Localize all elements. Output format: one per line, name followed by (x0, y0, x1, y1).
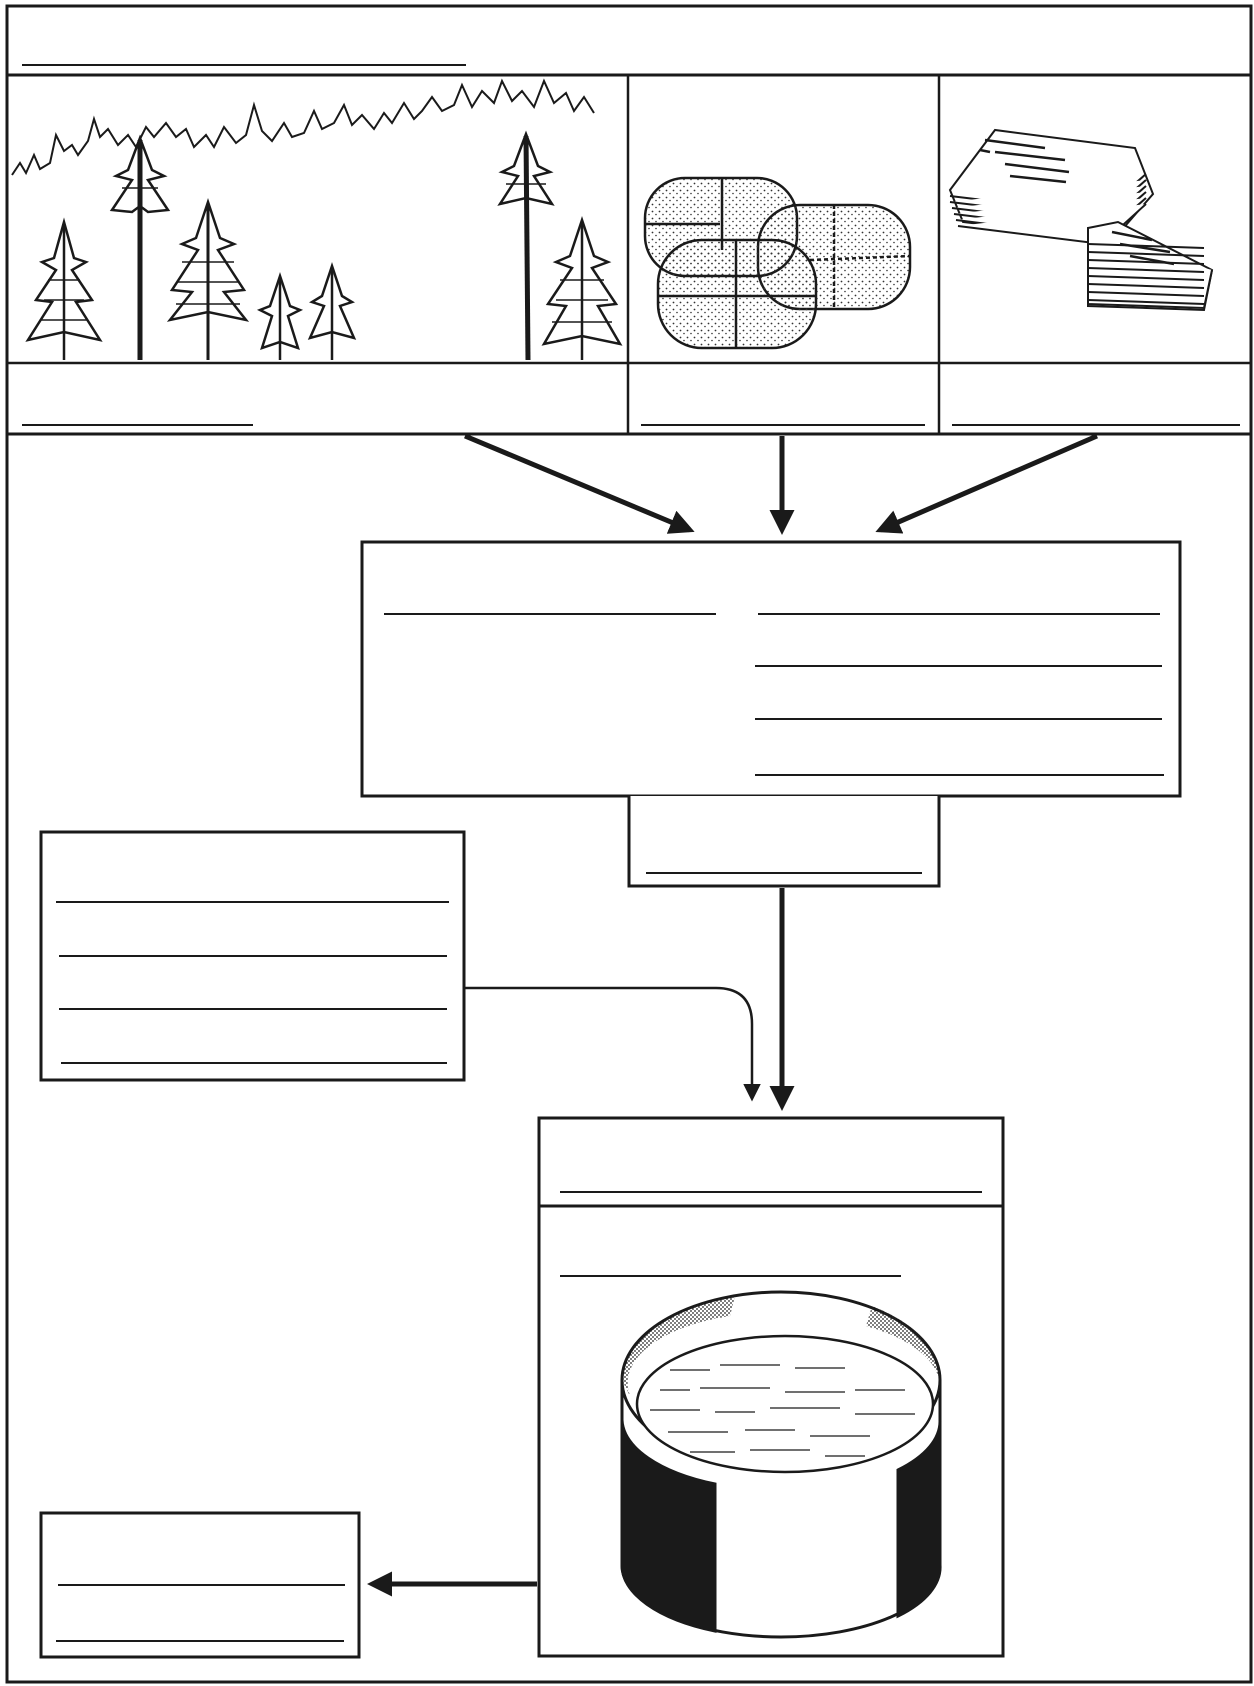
output-box (39, 1511, 361, 1659)
forest-icon (11, 78, 623, 361)
arrow-wastepaper-to-process (875, 433, 1098, 534)
sources-band (7, 75, 1251, 436)
flow-arrows-to-product (464, 888, 795, 1111)
arrow-forest-to-process (464, 433, 695, 534)
arrow-additives-to-product (464, 986, 761, 1102)
outer-frame (5, 4, 1253, 1684)
title-band (7, 64, 1251, 77)
source-arrows (464, 433, 1098, 535)
process-box (360, 540, 1182, 798)
paper-stack-icon (948, 128, 1214, 312)
paper-roll-icon (620, 1290, 942, 1639)
cotton-bales-icon (643, 176, 912, 350)
process-tab (627, 796, 941, 888)
additives-box (39, 830, 466, 1082)
